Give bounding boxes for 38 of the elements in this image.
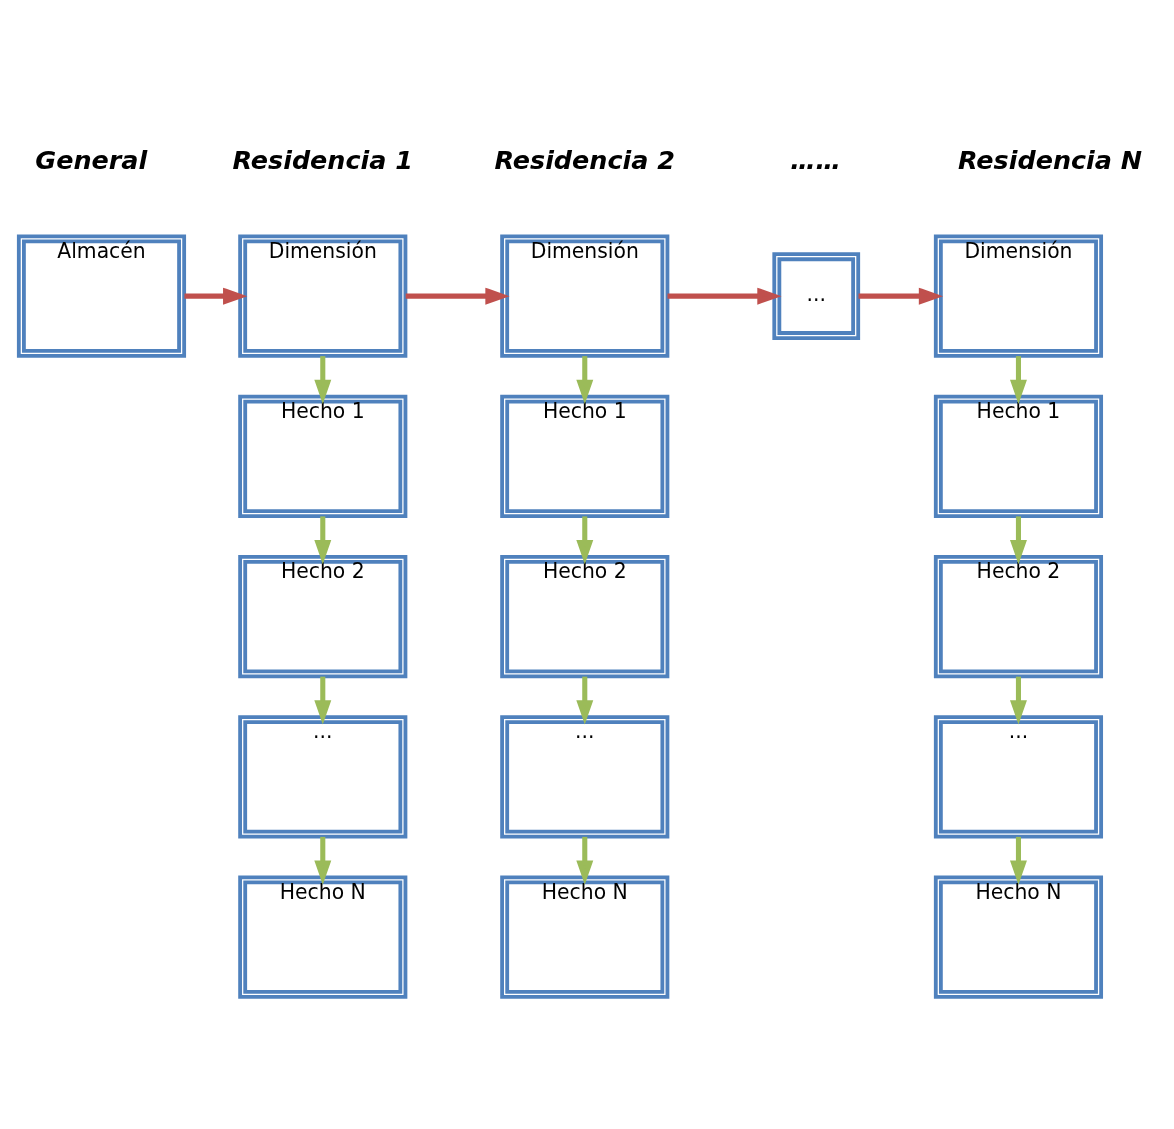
label: Residencia N — [958, 144, 1143, 175]
arrow — [1009, 676, 1027, 725]
node-box: Dimensión — [933, 234, 1104, 358]
node-box: Dimensión — [238, 234, 408, 358]
arrow — [314, 516, 332, 565]
arrow — [667, 287, 782, 305]
arrow — [576, 676, 594, 725]
arrow — [576, 836, 594, 885]
arrow — [405, 287, 510, 305]
arrow — [184, 287, 248, 305]
node-box: ... — [772, 252, 861, 341]
arrow — [314, 356, 332, 405]
node-box: Almacén — [16, 234, 187, 358]
arrow — [858, 287, 944, 305]
node-box: Hecho 2 — [500, 554, 670, 679]
node-box: Dimensión — [500, 234, 670, 358]
arrow — [314, 836, 332, 885]
node-box: Hecho N — [500, 875, 670, 999]
arrow — [576, 516, 594, 565]
node-box: ... — [933, 715, 1104, 839]
node-box: Hecho 1 — [933, 394, 1104, 519]
label: Residencia 1 — [232, 144, 413, 175]
arrow — [576, 356, 594, 405]
node-box: ... — [500, 715, 670, 839]
node-box: ... — [238, 715, 408, 839]
label: …… — [790, 144, 842, 175]
label: Residencia 2 — [494, 144, 675, 175]
node-box: Hecho N — [933, 875, 1104, 999]
node-box: Hecho N — [238, 875, 408, 999]
arrow — [1009, 836, 1027, 885]
node-box: Hecho 1 — [500, 394, 670, 519]
node-box: Hecho 2 — [238, 554, 408, 679]
node-box: Hecho 1 — [238, 394, 408, 519]
node-box: Hecho 2 — [933, 554, 1104, 679]
arrow — [1009, 356, 1027, 405]
arrow — [1009, 516, 1027, 565]
arrow — [314, 676, 332, 725]
label: General — [35, 144, 148, 175]
